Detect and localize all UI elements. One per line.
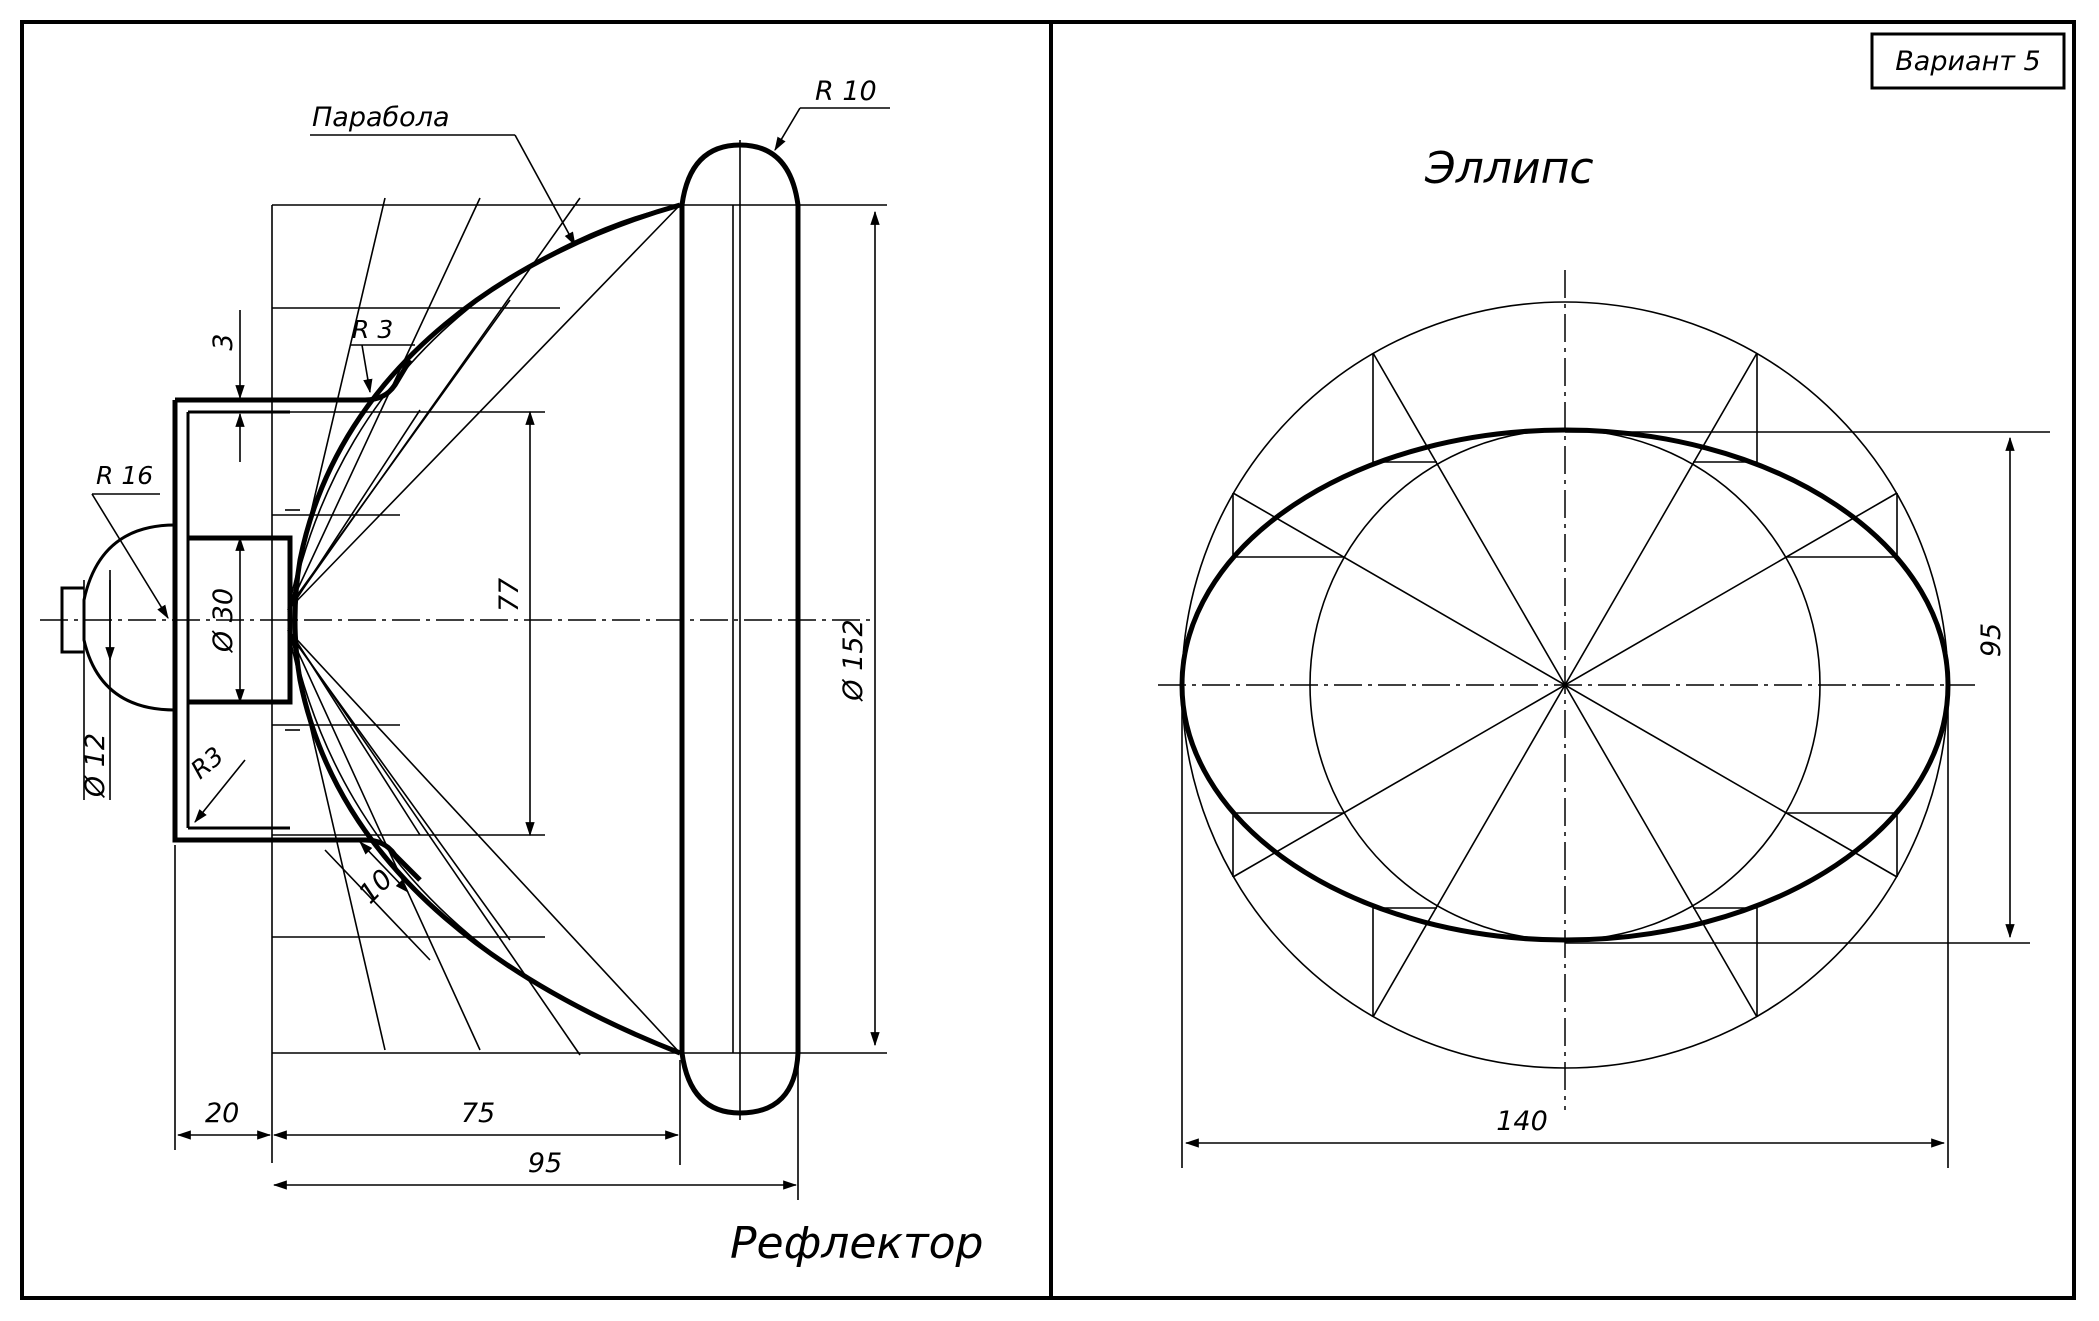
dim-d30: Ø 30	[208, 536, 245, 704]
construction-lines	[271, 204, 887, 1163]
dim-77: 77	[494, 410, 535, 837]
svg-text:R 3: R 3	[352, 315, 393, 344]
dome-r16	[82, 523, 176, 712]
svg-text:Парабола: Парабола	[312, 102, 450, 133]
svg-text:20: 20	[205, 1098, 239, 1129]
svg-text:Ø 30: Ø 30	[208, 588, 239, 653]
dim-d12: Ø 12	[80, 580, 115, 798]
svg-text:77: 77	[494, 578, 525, 612]
svg-text:140: 140	[1496, 1106, 1548, 1137]
dim-20: 20	[176, 1098, 272, 1140]
socket-outline	[175, 358, 413, 403]
svg-text:3: 3	[208, 333, 239, 350]
ellipse-drawing: 95 140 Эллипс	[1158, 143, 2050, 1168]
dim-ellipse-width: 140	[1184, 1106, 1946, 1148]
dim-r3-bottom: R3	[185, 741, 246, 823]
parabola-curve	[292, 202, 681, 1056]
dim-ellipse-height: 95	[1976, 436, 2015, 939]
dim-3: 3	[208, 310, 245, 462]
svg-text:75: 75	[461, 1098, 495, 1129]
svg-text:95: 95	[528, 1148, 562, 1179]
svg-text:R3: R3	[185, 741, 229, 785]
stub-d12	[60, 586, 84, 654]
ellipse-title: Эллипс	[1424, 143, 1594, 194]
reflector-rim	[679, 142, 801, 1116]
dim-r3-top: R 3	[350, 315, 415, 394]
dim-75: 75	[272, 1098, 680, 1140]
reflector-title: Рефлектор	[730, 1218, 983, 1269]
dim-r10: R 10	[774, 76, 890, 152]
reflector-drawing: Ø 152 77 Ø 30 3 Ø 12 R 16	[40, 76, 983, 1269]
outer-frame	[20, 20, 2076, 1300]
svg-text:10: 10	[353, 864, 399, 910]
variant-box: Вариант 5	[1870, 32, 2066, 90]
svg-text:Ø 12: Ø 12	[80, 733, 111, 798]
parabola-label: Парабола	[310, 102, 576, 247]
svg-text:95: 95	[1976, 623, 2007, 657]
svg-text:Ø 152: Ø 152	[838, 619, 869, 701]
dim-r16: R 16	[91, 461, 169, 619]
svg-text:R 10: R 10	[815, 76, 877, 107]
dim-95: 95	[272, 1148, 798, 1190]
dim-d152: Ø 152	[838, 210, 880, 1047]
svg-text:R 16: R 16	[96, 461, 153, 490]
variant-label: Вариант 5	[1895, 46, 2040, 77]
parabola-rays	[287, 197, 681, 1056]
ellipse-curve	[1179, 427, 1951, 943]
